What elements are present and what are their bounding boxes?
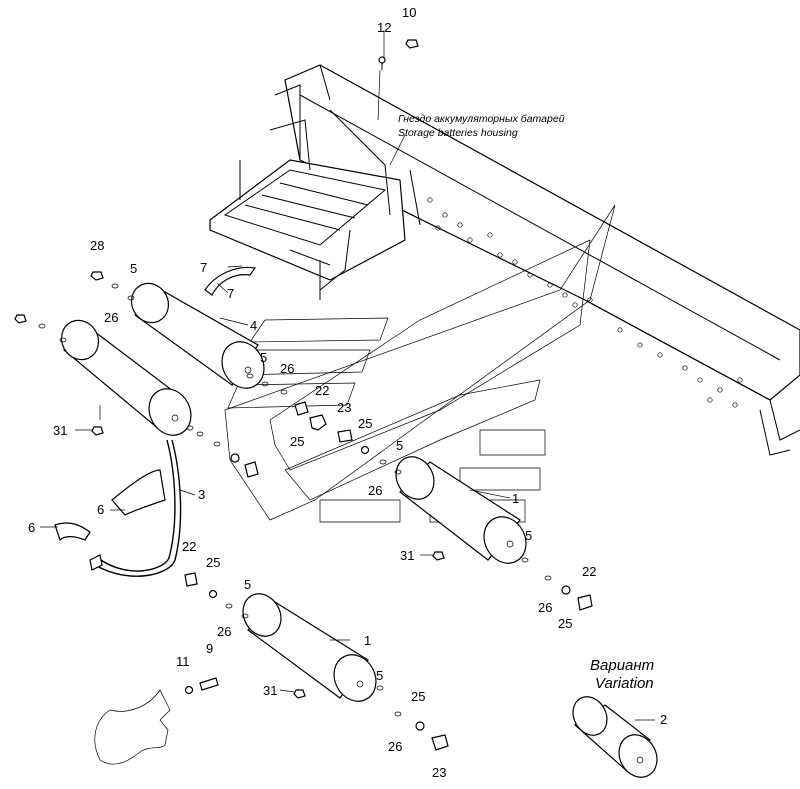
callout-25: 25: [558, 616, 572, 631]
receiver-4: [130, 282, 265, 389]
receiver-1-bottom: [242, 593, 377, 702]
frame-holes: [427, 197, 743, 408]
callout-3: 3: [198, 487, 205, 502]
callout-26: 26: [217, 624, 231, 639]
callout-5: 5: [376, 668, 383, 683]
callouts: 10 12 28 5 26 7 7 4 5 26 22 23 25 31 25 …: [28, 5, 667, 780]
housing-caption-ru: Гнездо аккумуляторных батарей: [398, 113, 565, 125]
pad-6-upper: [111, 469, 166, 516]
callout-26: 26: [538, 600, 552, 615]
pad-6-lower: [54, 522, 91, 542]
callout-5: 5: [525, 528, 532, 543]
callout-22: 22: [582, 564, 596, 579]
callout-25: 25: [290, 434, 304, 449]
callout-31: 31: [53, 423, 67, 438]
battery-housing: [209, 84, 406, 300]
fittings: [14, 39, 593, 751]
receiver-2-variation: [572, 696, 658, 778]
receiver-left: [60, 319, 192, 436]
pad-7: [204, 266, 257, 296]
callout-4: 4: [250, 318, 257, 333]
callout-26: 26: [368, 483, 382, 498]
callout-6: 6: [28, 520, 35, 535]
leader-lines: [40, 30, 655, 721]
callout-22: 22: [315, 383, 329, 398]
callout-5: 5: [244, 577, 251, 592]
callout-10: 10: [402, 5, 416, 20]
callout-26: 26: [104, 310, 118, 325]
receiver-1-right: [395, 456, 527, 564]
callout-28: 28: [90, 238, 104, 253]
callout-25: 25: [206, 555, 220, 570]
callout-6: 6: [97, 502, 104, 517]
callout-25: 25: [411, 689, 425, 704]
callout-26: 26: [280, 361, 294, 376]
callout-11: 11: [176, 654, 190, 669]
callout-31: 31: [263, 683, 277, 698]
strap-lower-bracket: [94, 689, 171, 765]
housing-caption-en: Storage batteries housing: [398, 127, 518, 139]
callout-22: 22: [182, 539, 196, 554]
callout-31: 31: [400, 548, 414, 563]
callout-1: 1: [364, 633, 371, 648]
callout-5: 5: [260, 350, 267, 365]
callout-12: 12: [377, 20, 391, 35]
callout-25: 25: [358, 416, 372, 431]
callout-2: 2: [660, 712, 667, 727]
callout-7: 7: [227, 286, 234, 301]
callout-23: 23: [337, 400, 351, 415]
clamp-strap-3: [89, 439, 182, 577]
variation-caption-ru: Вариант: [590, 657, 654, 674]
callout-9: 9: [206, 641, 213, 656]
callout-23: 23: [432, 765, 446, 780]
variation-caption-en: Variation: [595, 675, 654, 692]
callout-1: 1: [512, 491, 519, 506]
callout-26: 26: [388, 739, 402, 754]
callout-5: 5: [130, 261, 137, 276]
flow-arrow-graphic: [224, 204, 616, 523]
callout-5: 5: [396, 438, 403, 453]
callout-7: 7: [200, 260, 207, 275]
